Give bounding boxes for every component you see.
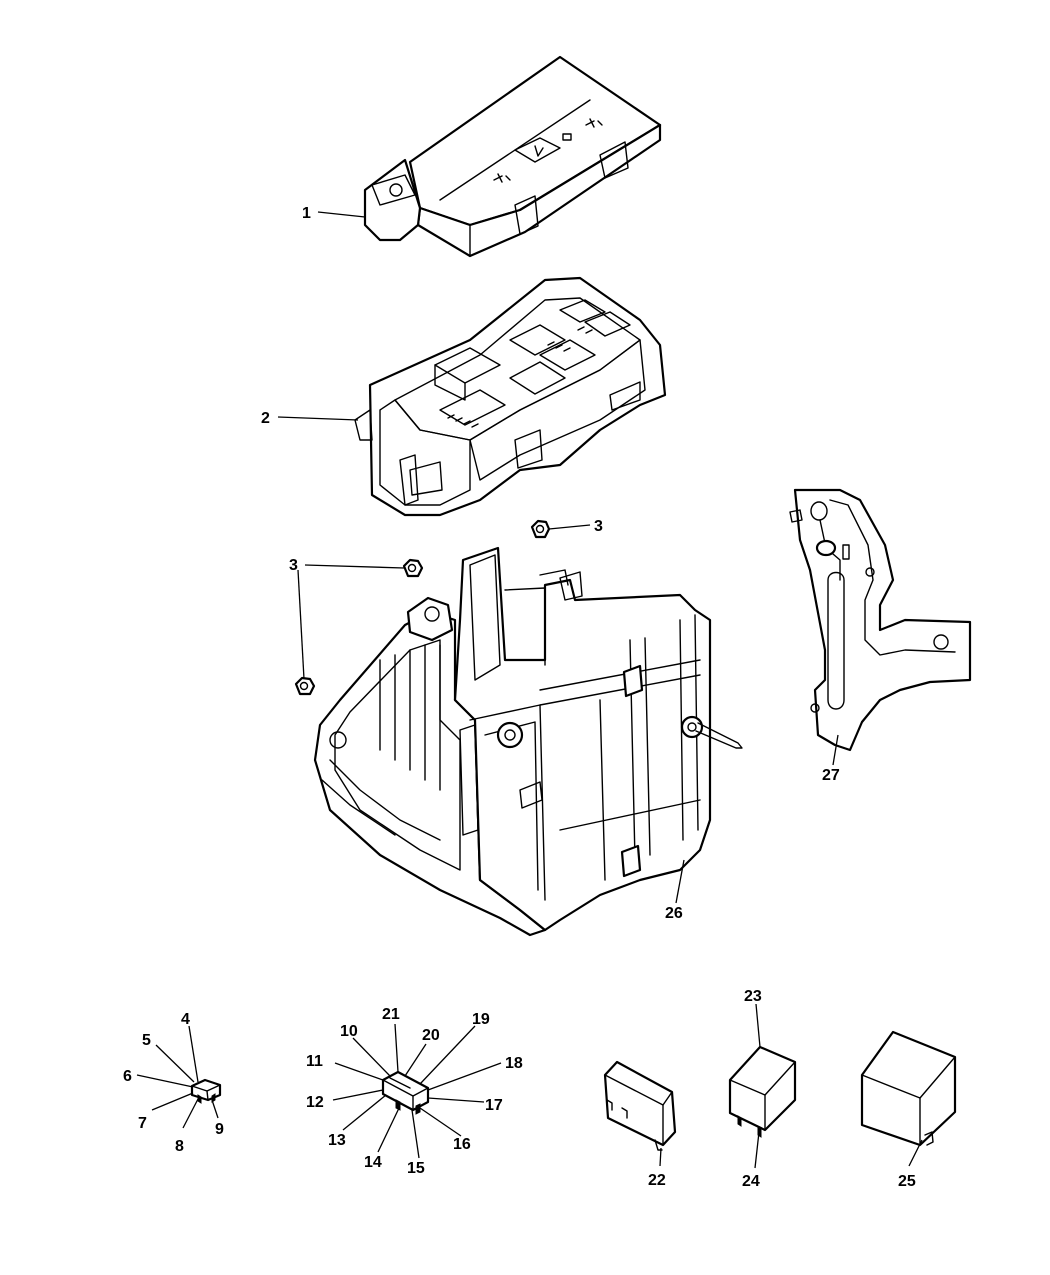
callout-21: 21 xyxy=(382,1006,400,1023)
callout-26: 26 xyxy=(665,905,683,922)
callout-6: 6 xyxy=(123,1068,132,1085)
callout-15: 15 xyxy=(407,1160,425,1177)
callout-23: 23 xyxy=(744,988,762,1005)
callout-labels: 1 2 3 3 4 5 6 7 8 9 10 11 12 13 14 15 16… xyxy=(123,205,916,1190)
part-25-large-relay xyxy=(860,1030,957,1147)
callout-20: 20 xyxy=(422,1027,440,1044)
callout-5: 5 xyxy=(142,1032,151,1049)
nut-upper-right xyxy=(530,519,551,539)
callout-8: 8 xyxy=(175,1138,184,1155)
callout-7: 7 xyxy=(138,1115,147,1132)
callout-13: 13 xyxy=(328,1132,346,1149)
part-27-bracket xyxy=(789,488,972,752)
part-23-small-relay xyxy=(728,1045,797,1138)
callout-3-middle: 3 xyxy=(289,557,298,574)
mini-fuse xyxy=(381,1070,430,1115)
leader-lines xyxy=(136,211,923,1169)
callout-3-upper-right: 3 xyxy=(594,518,603,535)
part-1-cover xyxy=(363,55,662,258)
part-3-nuts xyxy=(294,519,551,696)
callout-25: 25 xyxy=(898,1173,916,1190)
callout-10: 10 xyxy=(340,1023,358,1040)
callout-12: 12 xyxy=(306,1094,324,1111)
callout-11: 11 xyxy=(306,1053,323,1070)
callout-24: 24 xyxy=(742,1173,760,1190)
callout-19: 19 xyxy=(472,1011,490,1028)
nut-left xyxy=(294,676,316,696)
callout-27: 27 xyxy=(822,767,840,784)
callout-4: 4 xyxy=(181,1011,190,1028)
part-26-tray xyxy=(313,546,743,937)
callout-16: 16 xyxy=(453,1136,471,1153)
callout-18: 18 xyxy=(505,1055,523,1072)
small-fuse xyxy=(190,1078,222,1104)
callout-1: 1 xyxy=(302,205,311,222)
callout-9: 9 xyxy=(215,1121,224,1138)
nut-middle xyxy=(402,558,424,578)
part-22-connector xyxy=(603,1060,677,1151)
part-2-fuse-box xyxy=(354,276,667,517)
callout-17: 17 xyxy=(485,1097,503,1114)
callout-2: 2 xyxy=(261,410,270,427)
callout-22: 22 xyxy=(648,1172,666,1189)
callout-14: 14 xyxy=(364,1154,382,1171)
